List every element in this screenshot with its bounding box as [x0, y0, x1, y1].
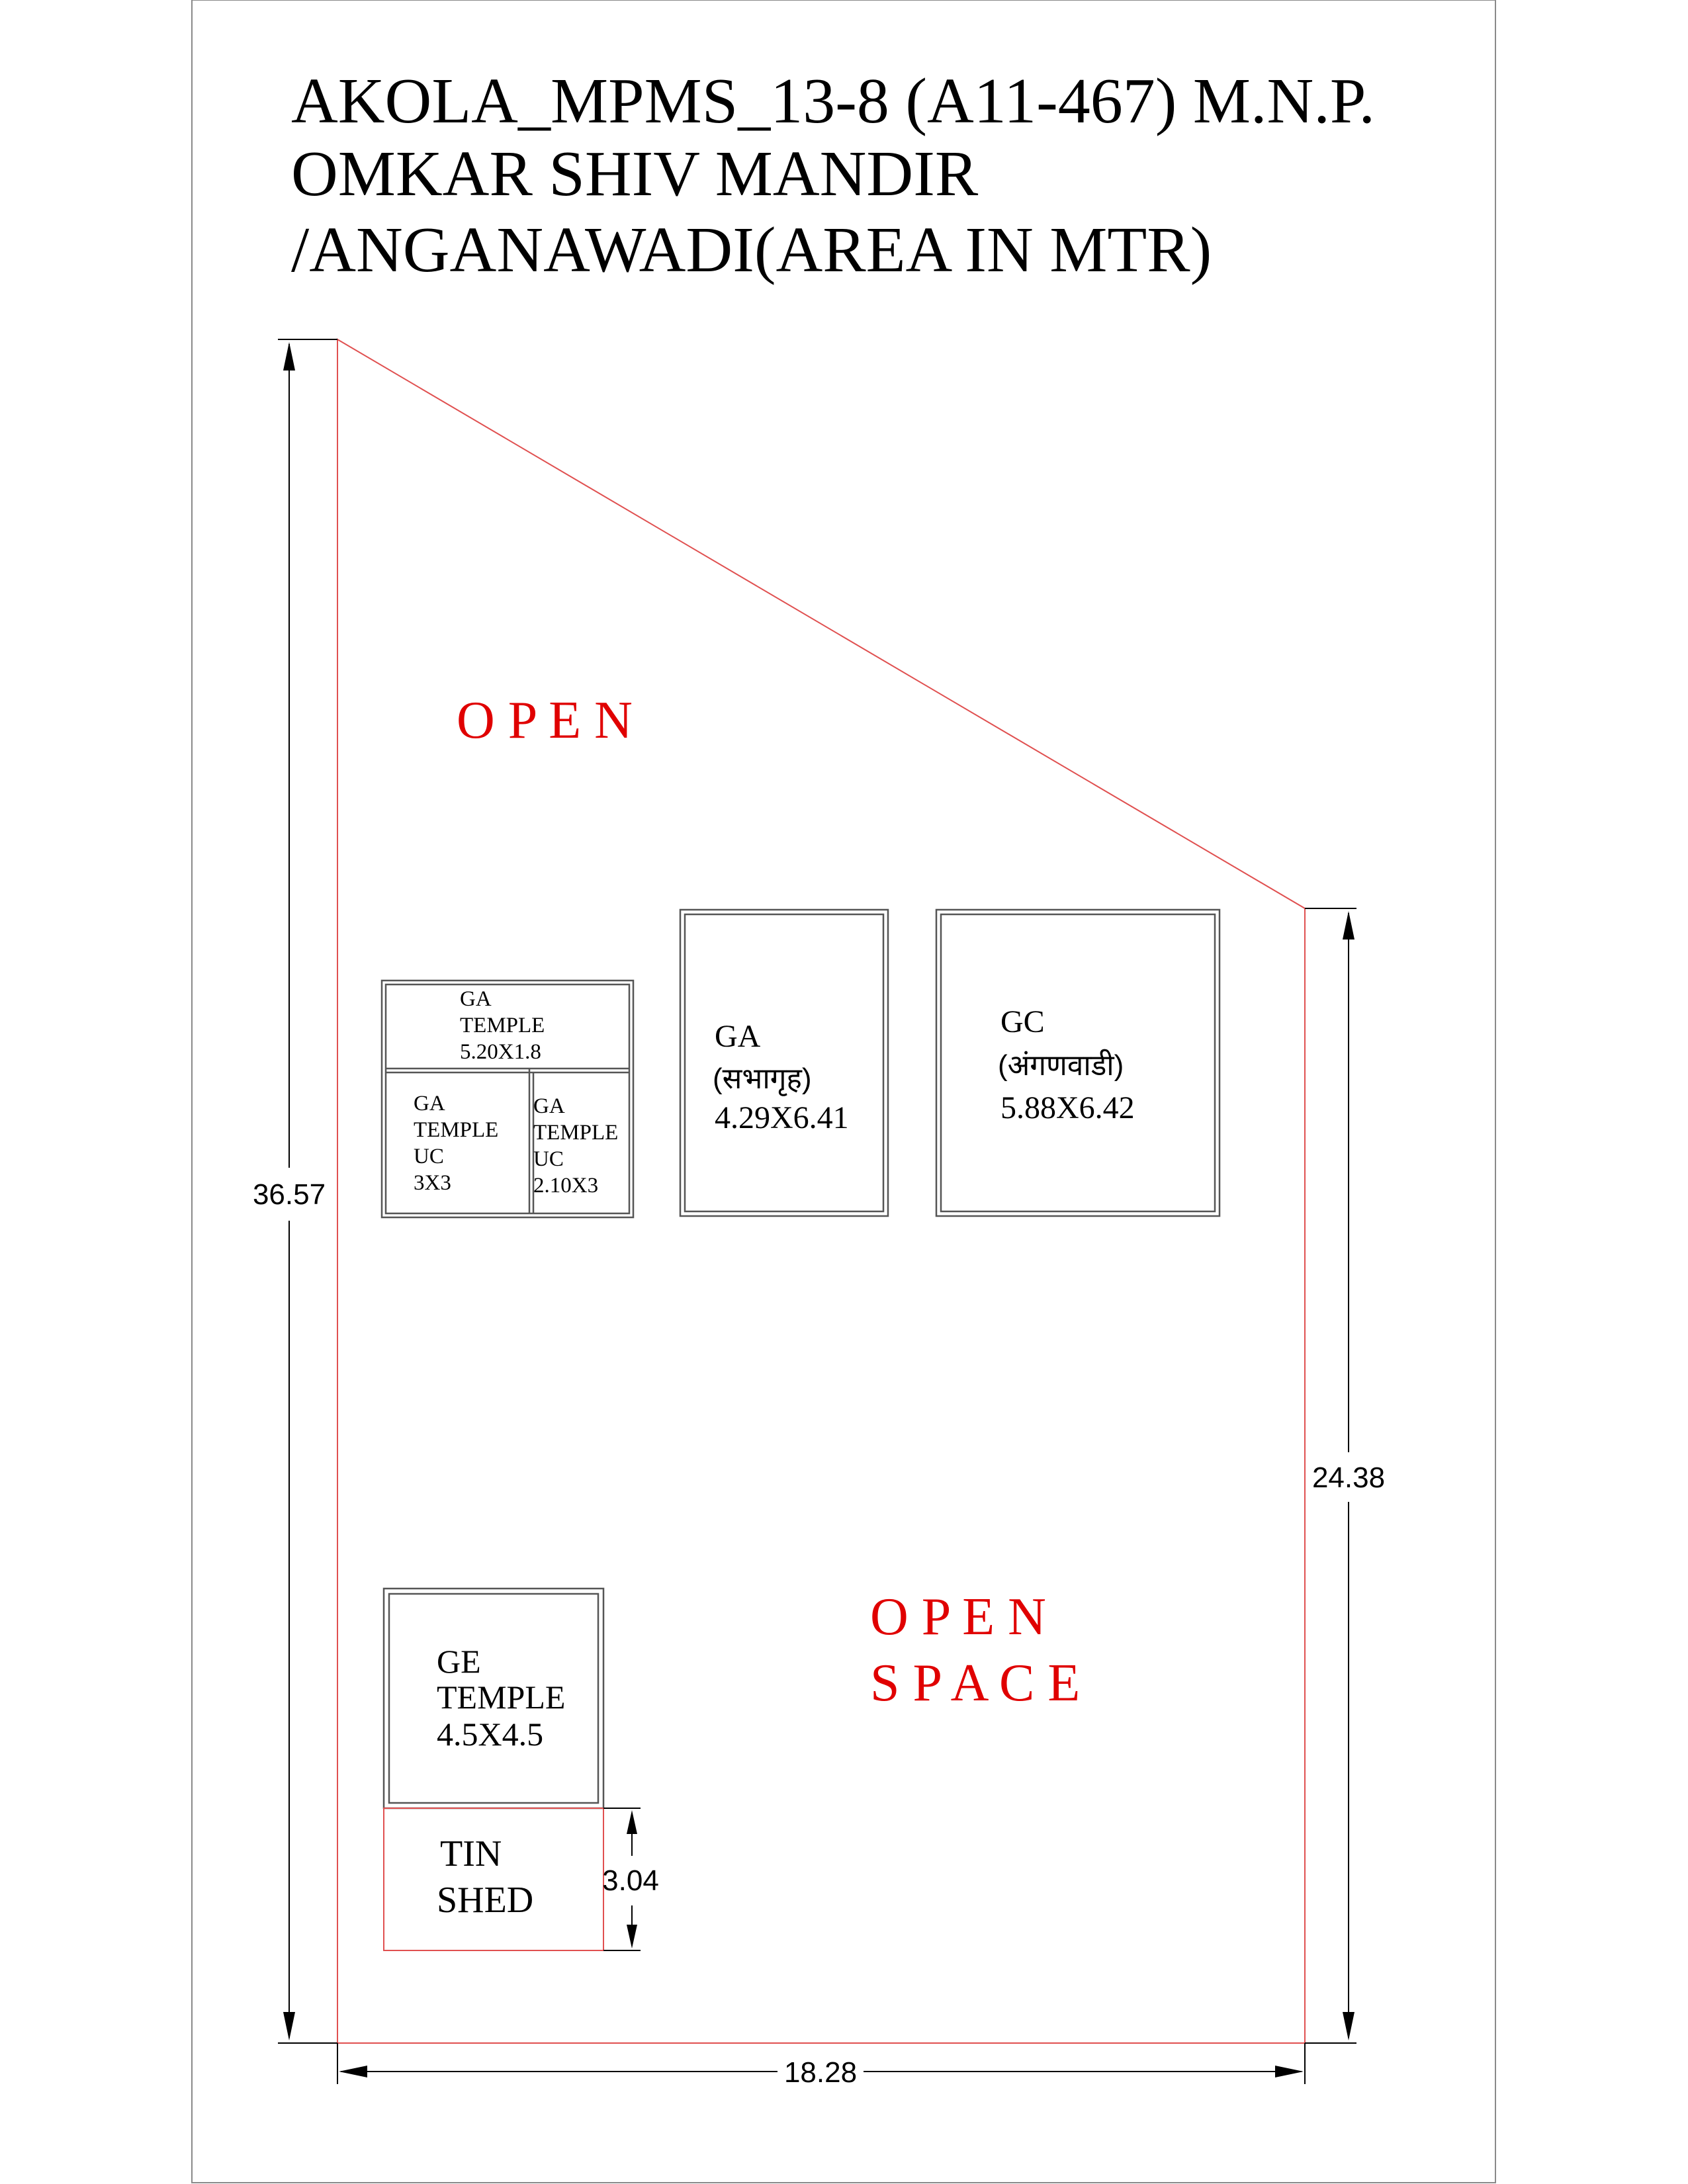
ga-temple-cluster: GA TEMPLE 5.20X1.8 GA TEMPLE UC 3X3 GA T… — [380, 979, 635, 1219]
svg-text:(अंगणवाडी): (अंगणवाडी) — [998, 1049, 1124, 1082]
ga-sabhagruh-building: GA (सभागृह) 4.29X6.41 — [679, 908, 889, 1217]
svg-text:GA: GA — [533, 1094, 565, 1118]
title-line-3: /ANGANAWADI(AREA IN MTR) — [291, 214, 1212, 286]
left-height-label: 36.57 — [253, 1178, 326, 1211]
left-height-dimension: 36.57 — [253, 339, 337, 2044]
ga-temple-uc-right-label: GA TEMPLE UC 2.10X3 — [533, 1094, 618, 1198]
ge-temple-building: GE TEMPLE 4.5X4.5 — [382, 1587, 605, 1810]
svg-text:4.5X4.5: 4.5X4.5 — [437, 1716, 543, 1753]
svg-text:SHED: SHED — [437, 1880, 533, 1921]
sheet-frame — [191, 0, 1496, 2183]
svg-text:GC: GC — [1000, 1004, 1045, 1039]
open-space-label-line-1: O P E N — [870, 1588, 1046, 1646]
svg-text:GA: GA — [715, 1019, 761, 1054]
title-line-2: OMKAR SHIV MANDIR — [291, 138, 979, 210]
svg-text:TEMPLE: TEMPLE — [414, 1118, 498, 1142]
title-line-1: AKOLA_MPMS_13-8 (A11-467) M.N.P. — [291, 66, 1375, 137]
ga-temple-top-label: GA TEMPLE 5.20X1.8 — [460, 987, 545, 1064]
bottom-width-label: 18.28 — [784, 2056, 857, 2089]
open-label-top: O P E N — [457, 691, 633, 750]
svg-text:5.88X6.42: 5.88X6.42 — [1000, 1090, 1135, 1125]
shed-depth-label: 3.04 — [602, 1864, 659, 1897]
tin-shed: TIN SHED — [383, 1808, 604, 1951]
svg-text:TEMPLE: TEMPLE — [460, 1014, 545, 1037]
shed-depth-dimension: 3.04 — [602, 1808, 659, 1951]
svg-text:2.10X3: 2.10X3 — [533, 1174, 598, 1198]
plot-boundary — [337, 338, 1306, 2044]
svg-text:UC: UC — [414, 1145, 444, 1168]
svg-text:3X3: 3X3 — [414, 1171, 451, 1195]
svg-text:TEMPLE: TEMPLE — [437, 1679, 565, 1716]
open-space-label-line-2: S P A C E — [870, 1654, 1080, 1712]
bottom-width-dimension: 18.28 — [337, 2043, 1306, 2089]
ga-temple-uc-left-label: GA TEMPLE UC 3X3 — [414, 1092, 498, 1195]
svg-text:(सभागृह): (सभागृह) — [713, 1063, 812, 1096]
svg-text:TIN: TIN — [440, 1833, 502, 1874]
svg-text:UC: UC — [533, 1147, 564, 1171]
right-height-label: 24.38 — [1312, 1462, 1385, 1494]
gc-anganwadi-building: GC (अंगणवाडी) 5.88X6.42 — [935, 908, 1221, 1217]
svg-text:GA: GA — [460, 987, 492, 1011]
svg-text:GA: GA — [414, 1092, 445, 1115]
svg-text:TEMPLE: TEMPLE — [533, 1121, 618, 1145]
right-height-dimension: 24.38 — [1305, 908, 1385, 2044]
svg-text:4.29X6.41: 4.29X6.41 — [715, 1100, 849, 1135]
svg-text:GE: GE — [437, 1643, 481, 1680]
title-block: AKOLA_MPMS_13-8 (A11-467) M.N.P. OMKAR S… — [291, 66, 1375, 286]
svg-text:5.20X1.8: 5.20X1.8 — [460, 1040, 541, 1064]
